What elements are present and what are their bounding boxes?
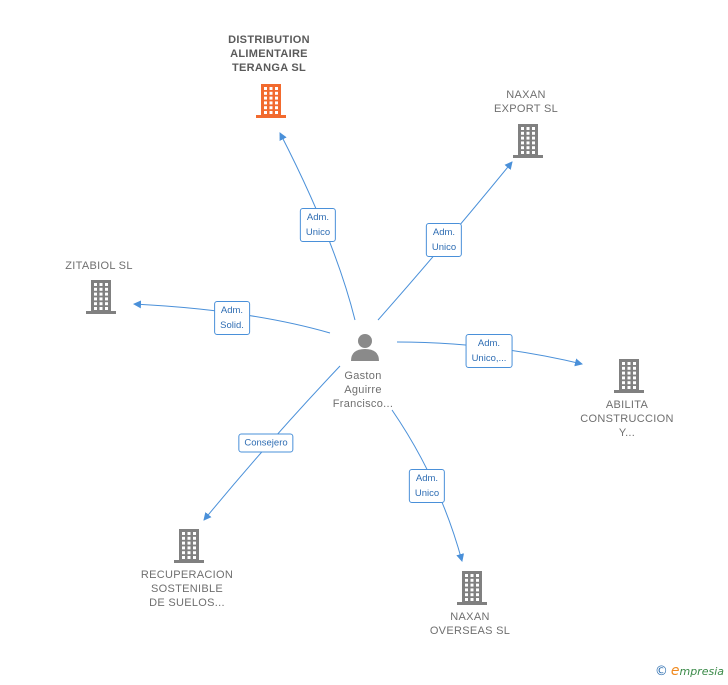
building-icon-recuperacion[interactable] [174, 529, 204, 563]
building-icon-abilita[interactable] [614, 359, 644, 393]
building-icon-naxan-export[interactable] [513, 124, 543, 158]
brand-name: mpresia [679, 665, 724, 678]
copyright-symbol: © [654, 664, 668, 679]
building-icon-naxan-overseas[interactable] [457, 571, 487, 605]
relation-label-recuperacion: Consejero [238, 433, 294, 453]
relation-label-distribution: Adm. Unico [299, 208, 337, 242]
brand-initial: e [670, 663, 680, 679]
company-name-zitabiol[interactable]: ZITABIOL SL [65, 260, 133, 272]
relation-label-naxan-overseas: Adm. Unico [408, 469, 446, 503]
company-name-abilita[interactable]: ABILITA CONSTRUCCION Y... [580, 399, 674, 439]
company-name-recuperacion[interactable]: RECUPERACION SOSTENIBLE DE SUELOS... [140, 569, 234, 609]
relation-label-abilita: Adm. Unico,... [465, 334, 513, 368]
company-name-distribution[interactable]: DISTRIBUTION ALIMENTAIRE TERANGA SL [228, 34, 310, 74]
person-name[interactable]: Gaston Aguirre Francisco... [332, 370, 394, 410]
company-name-naxan-overseas[interactable]: NAXAN OVERSEAS SL [429, 611, 511, 637]
building-icon-zitabiol[interactable] [86, 280, 116, 314]
empresia-brand: ©empresia [655, 663, 724, 679]
relation-label-naxan-export: Adm. Unico [425, 223, 463, 257]
person-icon[interactable] [351, 334, 379, 361]
building-icon-distribution[interactable] [256, 84, 286, 118]
company-name-naxan-export[interactable]: NAXAN EXPORT SL [493, 89, 559, 115]
relation-label-zitabiol: Adm. Solid. [214, 301, 250, 335]
